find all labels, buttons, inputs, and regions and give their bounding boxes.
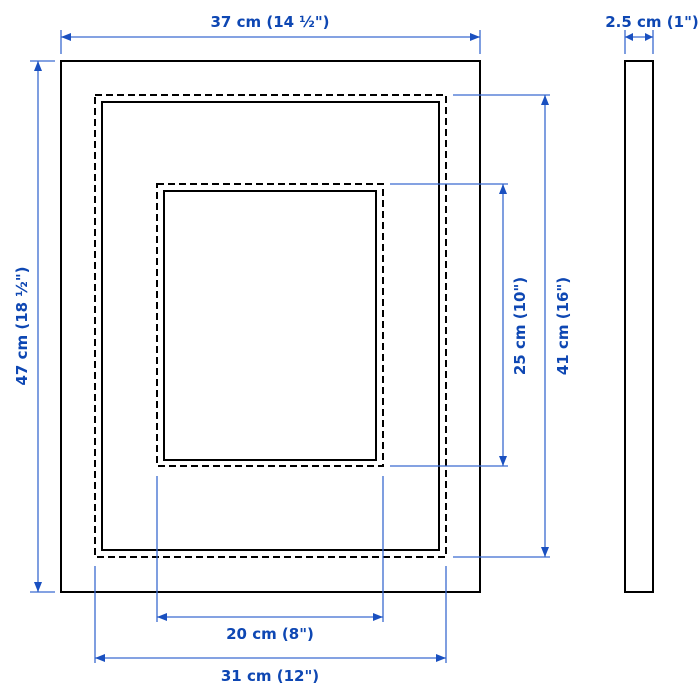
mat-opening-edge — [163, 190, 377, 461]
picture-width-dimension: 31 cm (12") — [94, 566, 447, 685]
picture-height-label: 41 cm (16") — [554, 277, 572, 375]
side-profile — [624, 60, 654, 593]
width-label: 37 cm (14 ½") — [211, 13, 330, 31]
picture-width-label: 31 cm (12") — [221, 667, 319, 685]
mat-outer-edge — [101, 101, 440, 551]
mat-opening-height-label: 25 cm (10") — [511, 277, 529, 375]
height-dimension: 47 cm (18 ½") — [13, 60, 55, 593]
depth-label: 2.5 cm (1") — [605, 13, 699, 31]
mat-opening-dashed — [156, 183, 384, 467]
width-dimension: 37 cm (14 ½") — [60, 13, 481, 54]
depth-dimension: 2.5 cm (1") — [605, 13, 699, 54]
mat-opening-width-label: 20 cm (8") — [226, 625, 314, 643]
height-label: 47 cm (18 ½") — [13, 267, 31, 386]
mat-opening-width-dimension: 20 cm (8") — [156, 476, 384, 643]
picture-height-dimension: 41 cm (16") — [453, 94, 572, 558]
mat-opening-height-dimension: 25 cm (10") — [390, 183, 529, 467]
picture-area-dashed — [94, 94, 447, 558]
outer-frame — [60, 60, 481, 593]
